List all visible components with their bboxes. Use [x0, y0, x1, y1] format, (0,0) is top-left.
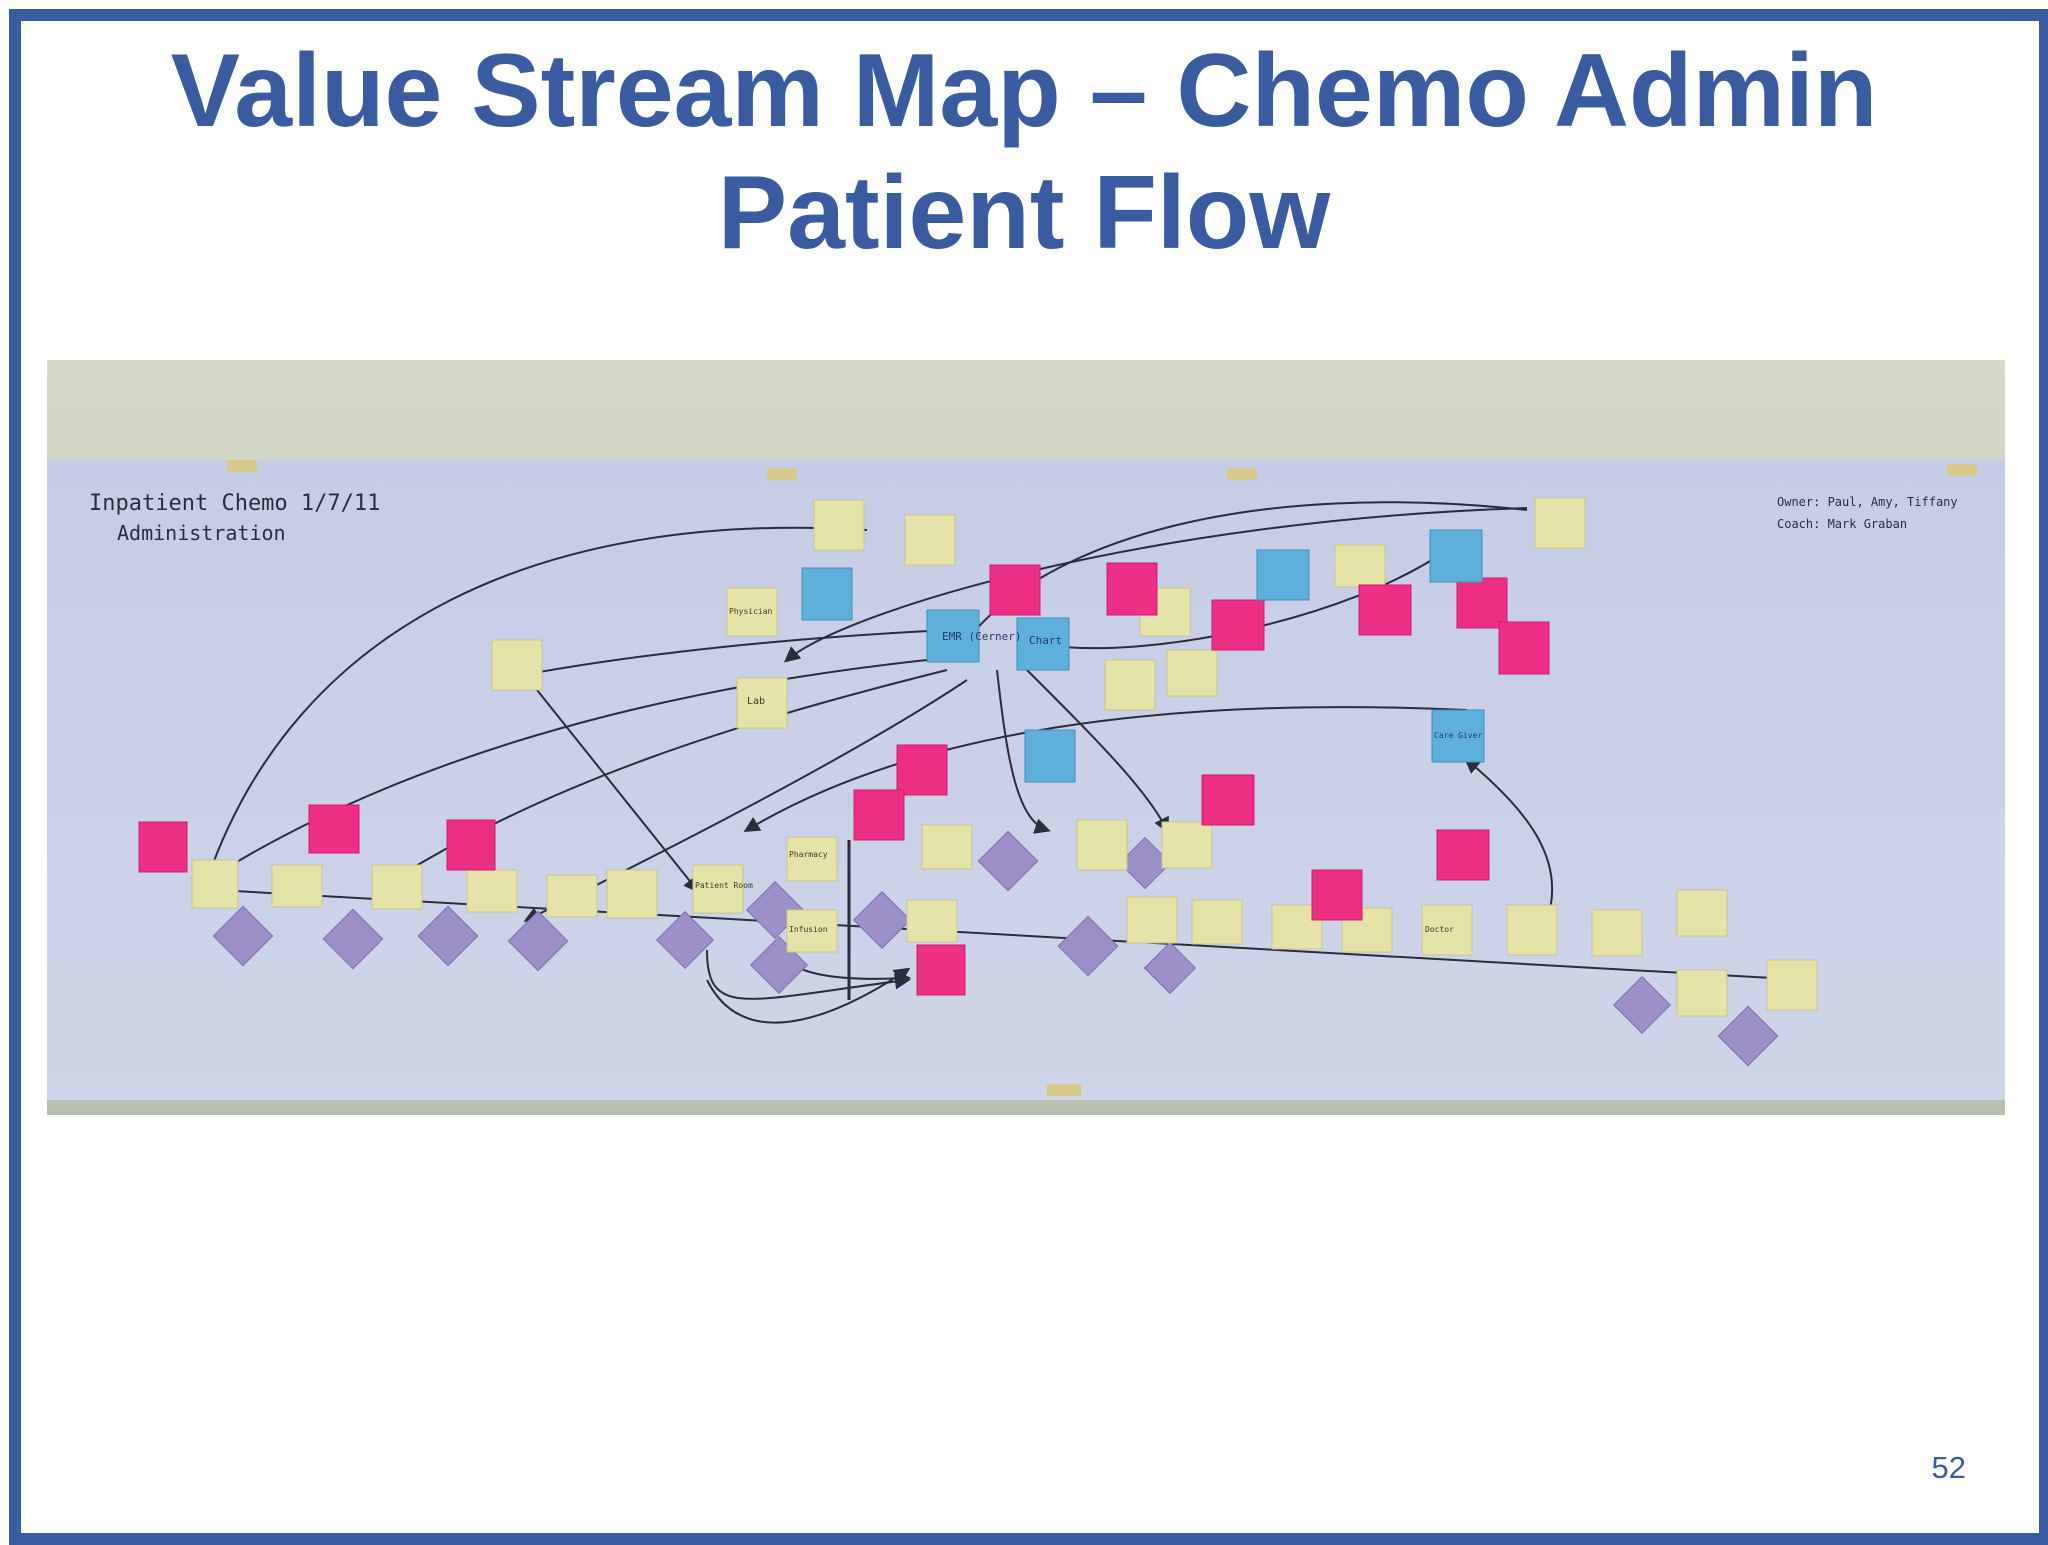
tape [1047, 1084, 1081, 1096]
title-line-2: Patient Flow [717, 155, 1331, 271]
note-pharmacy-label: Pharmacy [789, 850, 828, 859]
note-lab-label: Lab [747, 696, 765, 707]
note-doctor-label: Doctor [1425, 925, 1454, 934]
note-care-giver-label: Care Giver [1434, 731, 1482, 740]
note-chart-label: Chart [1029, 634, 1062, 647]
owner-line: Owner: Paul, Amy, Tiffany [1777, 495, 1958, 509]
tape [227, 460, 257, 472]
flow-arrows [203, 501, 1554, 1024]
coach-line: Coach: Mark Graban [1777, 517, 1907, 531]
note-emr-label: EMR (Cerner) [942, 630, 1021, 643]
tape [1227, 468, 1257, 480]
wall-title-line-2: Administration [117, 521, 286, 545]
yellow-sticky-notes [191, 497, 1818, 1017]
value-stream-map-photo: Inpatient Chemo 1/7/11 Administration Ow… [47, 360, 2005, 1115]
note-patient-room-label: Patient Room [695, 881, 753, 890]
title-line-1: Value Stream Map – Chemo Admin [170, 33, 1878, 149]
tape [767, 468, 797, 480]
tape [1947, 464, 1977, 476]
page-number: 52 [1931, 1450, 1966, 1485]
note-physician-label: Physician [729, 607, 773, 616]
wait-diamonds [212, 830, 1779, 1067]
wall-title-line-1: Inpatient Chemo 1/7/11 [89, 491, 380, 516]
pink-sticky-notes [138, 562, 1550, 996]
note-infusion-label: Infusion [789, 925, 828, 934]
slide-title: Value Stream Map – Chemo Admin Patient F… [0, 30, 2048, 274]
blue-sticky-notes [801, 529, 1485, 783]
